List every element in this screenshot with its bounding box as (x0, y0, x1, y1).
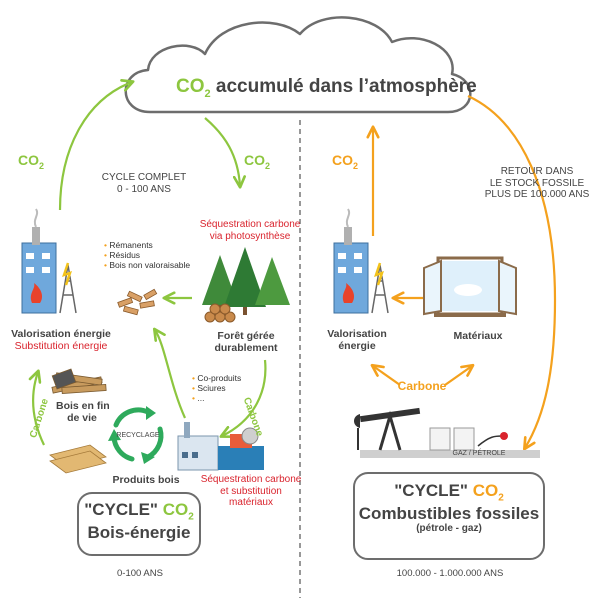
cloud-text: accumulé dans l’atmosphère (210, 76, 477, 97)
power-plant-left-icon (21, 208, 77, 314)
coproducts-list: Co-produits Sciures ... (192, 373, 241, 404)
bois-fin-de-vie-label: Bois en fin de vie (56, 400, 110, 425)
cloud-title: CO2 accumulé dans l’atmosphère (176, 76, 477, 100)
arrow-carbone-to-materiaux (444, 363, 475, 386)
right-years-label: 100.000 - 1.000.000 ANS (396, 568, 504, 579)
arrow-valorisation-to-cloud (58, 79, 135, 211)
box-fossiles-line1: "CYCLE" CO2 (394, 481, 504, 504)
end-of-life-wood-icon (51, 368, 107, 394)
produits-bois-label: Produits bois (112, 474, 180, 486)
wood-chips-icon (117, 288, 158, 316)
gaz-petrole-label: GAZ / PÉTROLE (452, 450, 506, 457)
residue-item: Résidus (104, 250, 190, 261)
right-co2-label: CO2 (332, 152, 359, 171)
cloud-co2: CO2 (176, 76, 211, 100)
box-bois-energie-line1: "CYCLE" CO2 (84, 500, 194, 523)
coproduct-item: Sciures (192, 383, 241, 394)
left-co2-label-right: CO2 (244, 152, 271, 171)
cycle-complet-label: CYCLE COMPLET 0 - 100 ANS (101, 172, 187, 195)
arrow-forest-to-sawmill (219, 359, 267, 439)
box-bois-energie-text: "CYCLE" CO2 Bois-énergie (78, 500, 200, 542)
arrow-sawmill-to-valorisation (152, 327, 187, 419)
coproduct-item: Co-produits (192, 373, 241, 384)
forest-icon (202, 247, 290, 323)
power-plant-right-icon (333, 208, 389, 314)
valorisation-energie-left-label: Valorisation énergie Substitution énergi… (11, 328, 111, 353)
box-fossiles-line3: (pétrole - gaz) (416, 523, 482, 535)
cloud-shape (124, 16, 472, 114)
arrow-cloud-to-forest (204, 117, 246, 189)
wood-planks-icon (49, 444, 107, 474)
left-co2-label: CO2 (18, 152, 45, 171)
carbone-right-side-label: Carbone (397, 379, 447, 393)
residues-list: Rémanents Résidus Bois non valoraisable (104, 240, 190, 271)
sequestration-photosynthese-label: Séquestration carbone via photosynthèse (199, 219, 301, 242)
residue-item: Rémanents (104, 240, 190, 251)
foret-geree-label: Forêt gérée durablement (214, 330, 278, 355)
sequestration-substitution-label: Séquestration carbone et substitution ma… (200, 474, 302, 508)
box-fossiles-text: "CYCLE" CO2 Combustibles fossiles (pétro… (354, 481, 544, 535)
coproduct-item: ... (192, 393, 241, 404)
recyclage-label: RECYCLAGE (116, 432, 160, 439)
box-fossiles-line2: Combustibles fossiles (358, 503, 540, 523)
left-years-label: 0-100 ANS (117, 568, 163, 579)
oil-pump-icon (354, 407, 540, 458)
arrow-cloud-to-fossil (467, 95, 557, 451)
window-icon (423, 256, 517, 317)
recycle-symbol (108, 406, 164, 464)
box-bois-energie (77, 492, 201, 556)
arrow-products-to-valorisation (28, 369, 45, 446)
sawmill-icon (177, 422, 264, 471)
residue-item: Bois non valoraisable (104, 260, 190, 271)
valorisation-energie-right-label: Valorisation énergie (327, 328, 387, 353)
retour-stock-fossile-label: RETOUR DANS LE STOCK FOSSILE PLUS DE 100… (484, 166, 590, 200)
box-fossiles (353, 472, 545, 560)
box-bois-energie-line2: Bois-énergie (87, 522, 191, 542)
arrow-carbone-to-valorisation (370, 363, 401, 386)
materiaux-label: Matériaux (453, 330, 503, 342)
